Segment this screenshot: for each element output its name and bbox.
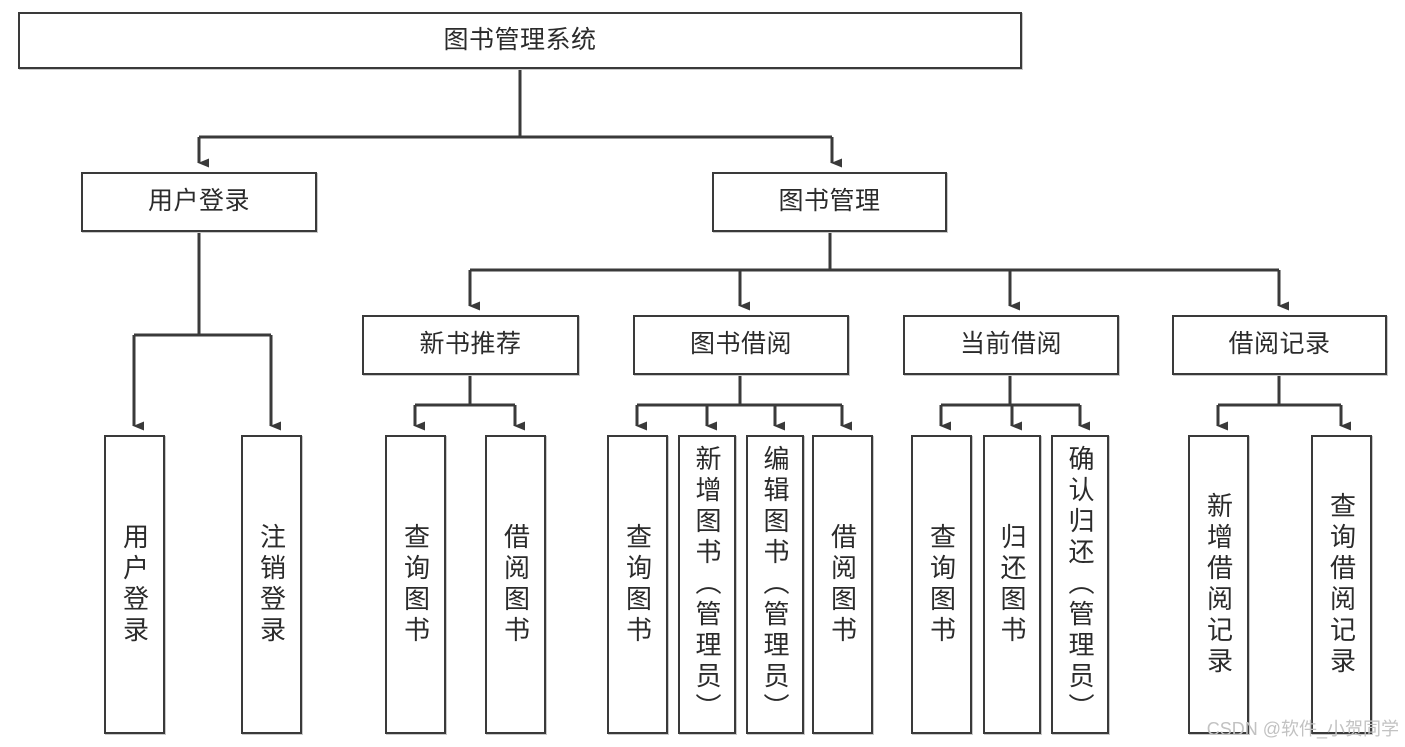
leaf-query-book-borrow[interactable]: 查询图书 xyxy=(607,435,668,734)
leaf-return-book[interactable]: 归还图书 xyxy=(983,435,1041,734)
node-book-management[interactable]: 图书管理 xyxy=(712,172,947,232)
node-label: 用户登录 xyxy=(119,522,150,647)
leaf-query-book-new[interactable]: 查询图书 xyxy=(385,435,446,734)
node-label: 借阅图书 xyxy=(827,522,858,647)
watermark: CSDN @软件_小贺同学 xyxy=(1206,719,1399,739)
node-label: 图书管理系统 xyxy=(443,25,597,54)
node-label: 借阅图书 xyxy=(500,522,531,647)
node-label: 当前借阅 xyxy=(959,330,1062,359)
leaf-borrow-book[interactable]: 借阅图书 xyxy=(812,435,873,734)
leaf-borrow-book-new[interactable]: 借阅图书 xyxy=(485,435,546,734)
node-label: 新书推荐 xyxy=(419,330,522,359)
node-book-borrow[interactable]: 图书借阅 xyxy=(633,315,849,375)
node-root-system[interactable]: 图书管理系统 xyxy=(18,12,1022,69)
leaf-user-login[interactable]: 用户登录 xyxy=(104,435,165,734)
node-label: 确认归还（管理员） xyxy=(1065,445,1095,724)
node-current-borrow[interactable]: 当前借阅 xyxy=(903,315,1119,375)
leaf-confirm-return-admin[interactable]: 确认归还（管理员） xyxy=(1051,435,1109,734)
node-borrow-record[interactable]: 借阅记录 xyxy=(1172,315,1387,375)
node-label: 图书借阅 xyxy=(689,330,792,359)
leaf-add-borrow-record[interactable]: 新增借阅记录 xyxy=(1188,435,1249,734)
node-label: 编辑图书（管理员） xyxy=(760,445,790,724)
leaf-edit-book-admin[interactable]: 编辑图书（管理员） xyxy=(746,435,804,734)
leaf-query-book-current[interactable]: 查询图书 xyxy=(911,435,972,734)
node-label: 借阅记录 xyxy=(1228,330,1331,359)
node-label: 查询图书 xyxy=(622,522,653,647)
node-label: 图书管理 xyxy=(778,187,881,216)
node-new-book-recommendation[interactable]: 新书推荐 xyxy=(362,315,579,375)
node-label: 查询图书 xyxy=(926,522,957,647)
leaf-query-borrow-record[interactable]: 查询借阅记录 xyxy=(1311,435,1372,734)
node-label: 用户登录 xyxy=(147,187,250,216)
node-label: 查询图书 xyxy=(400,522,431,647)
leaf-logout[interactable]: 注销登录 xyxy=(241,435,302,734)
node-label: 新增借阅记录 xyxy=(1203,491,1234,678)
node-label: 归还图书 xyxy=(997,522,1027,647)
node-label: 新增图书（管理员） xyxy=(692,445,722,724)
leaf-add-book-admin[interactable]: 新增图书（管理员） xyxy=(678,435,736,734)
node-label: 注销登录 xyxy=(256,522,287,647)
node-label: 查询借阅记录 xyxy=(1326,491,1357,678)
node-user-login[interactable]: 用户登录 xyxy=(81,172,317,232)
